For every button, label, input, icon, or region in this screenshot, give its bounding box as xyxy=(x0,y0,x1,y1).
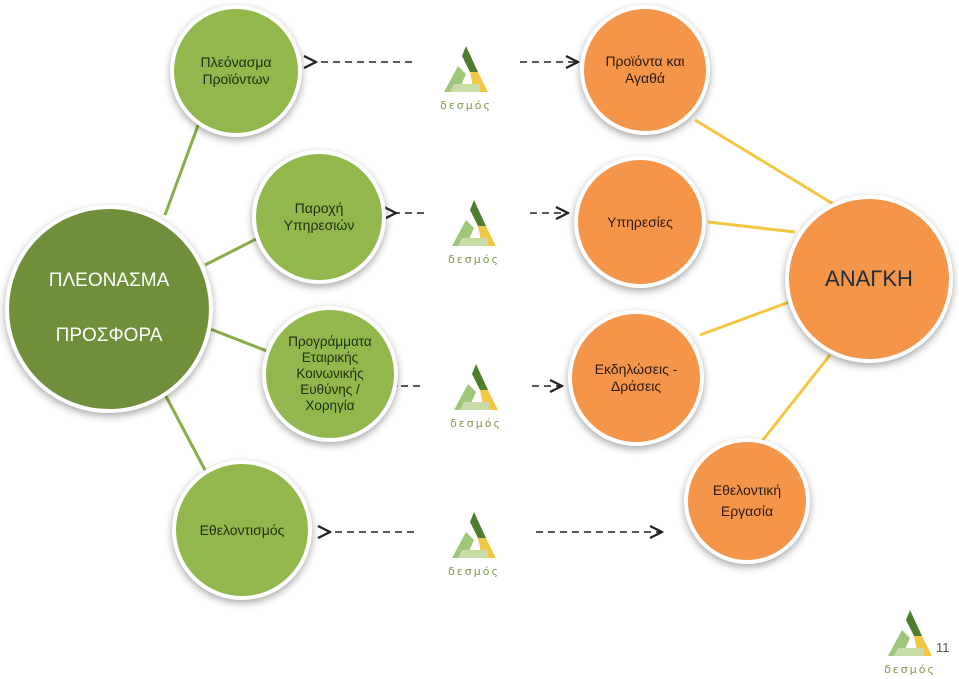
node-services-line1: Υπηρεσίες xyxy=(607,213,673,230)
node-csr-line1: Προγράμματα xyxy=(288,333,372,349)
desmos-logo-corner: δεσμός xyxy=(880,606,940,676)
node-volunteer-work-line1: Εθελοντική xyxy=(712,482,782,499)
node-product-surplus: Πλεόνασμα Προϊόντων xyxy=(170,5,302,137)
node-product-surplus-line1: Πλεόνασμα xyxy=(200,54,272,71)
node-product-surplus-line2: Προϊόντων xyxy=(202,71,270,87)
node-csr-line2: Εταιρικής xyxy=(301,349,359,365)
node-volunteer-work: Εθελοντική Εργασία xyxy=(684,438,810,564)
node-products-goods-line2: Αγαθά xyxy=(624,70,666,86)
node-service-provision-line1: Παροχή xyxy=(294,200,344,217)
connector-need-services xyxy=(707,220,796,234)
desmos-logo-text: δεσμός xyxy=(440,99,492,112)
node-products-goods: Προϊόντα και Αγαθά xyxy=(580,5,710,135)
node-events-line2: Δράσεις xyxy=(610,378,662,394)
node-service-provision: Παροχή Υπηρεσιών xyxy=(252,150,386,284)
connector-need-events xyxy=(699,296,801,337)
node-volunteering: Εθελοντισμός xyxy=(172,460,312,600)
node-need-line1: ΑΝΑΓΚΗ xyxy=(825,265,913,291)
node-events-line1: Εκδηλώσεις - xyxy=(594,361,678,378)
desmos-logo-row4: δεσμός xyxy=(444,508,504,578)
desmos-logo-text: δεσμός xyxy=(448,565,500,578)
node-csr-line5: Χορηγία xyxy=(305,398,355,414)
desmos-logo-row3: δεσμός xyxy=(446,360,506,430)
node-products-goods-line1: Προϊόντα και xyxy=(605,53,685,70)
node-supply: ΠΛΕΟΝΑΣΜΑ ΠΡΟΣΦΟΡΑ xyxy=(5,205,213,413)
node-supply-line1: ΠΛΕΟΝΑΣΜΑ xyxy=(48,270,170,292)
desmos-logo-text: δεσμός xyxy=(884,663,936,676)
node-need: ΑΝΑΓΚΗ xyxy=(785,195,953,363)
connector-supply-volunteering xyxy=(158,384,207,471)
desmos-logo-row1: δεσμός xyxy=(436,42,496,112)
desmos-logo-icon xyxy=(444,46,488,92)
node-csr-programs: Προγράμματα Εταιρικής Κοινωνικής Ευθύνης… xyxy=(262,306,398,442)
node-csr-line3: Κοινωνικής xyxy=(296,365,364,381)
desmos-logo-icon xyxy=(452,200,496,246)
node-services: Υπηρεσίες xyxy=(574,156,706,288)
desmos-logo-row2: δεσμός xyxy=(444,196,504,266)
node-volunteer-work-line2: Εργασία xyxy=(720,503,774,519)
node-service-provision-line2: Υπηρεσιών xyxy=(283,217,355,233)
connector-supply-products xyxy=(163,119,202,216)
desmos-logo-text: δεσμός xyxy=(450,417,502,430)
page-number: 11 xyxy=(936,640,950,655)
desmos-logo-icon xyxy=(454,364,498,410)
desmos-logo-text: δεσμός xyxy=(448,253,500,266)
connector-need-products xyxy=(694,118,836,207)
connector-need-volunteerwork xyxy=(753,354,832,451)
desmos-logo-icon xyxy=(888,610,932,656)
node-supply-line2: ΠΡΟΣΦΟΡΑ xyxy=(55,325,163,346)
node-volunteering-line1: Εθελοντισμός xyxy=(199,521,285,538)
node-csr-line4: Ευθύνης / xyxy=(300,382,360,398)
node-events: Εκδηλώσεις - Δράσεις xyxy=(568,310,704,446)
desmos-logo-icon xyxy=(452,512,496,558)
